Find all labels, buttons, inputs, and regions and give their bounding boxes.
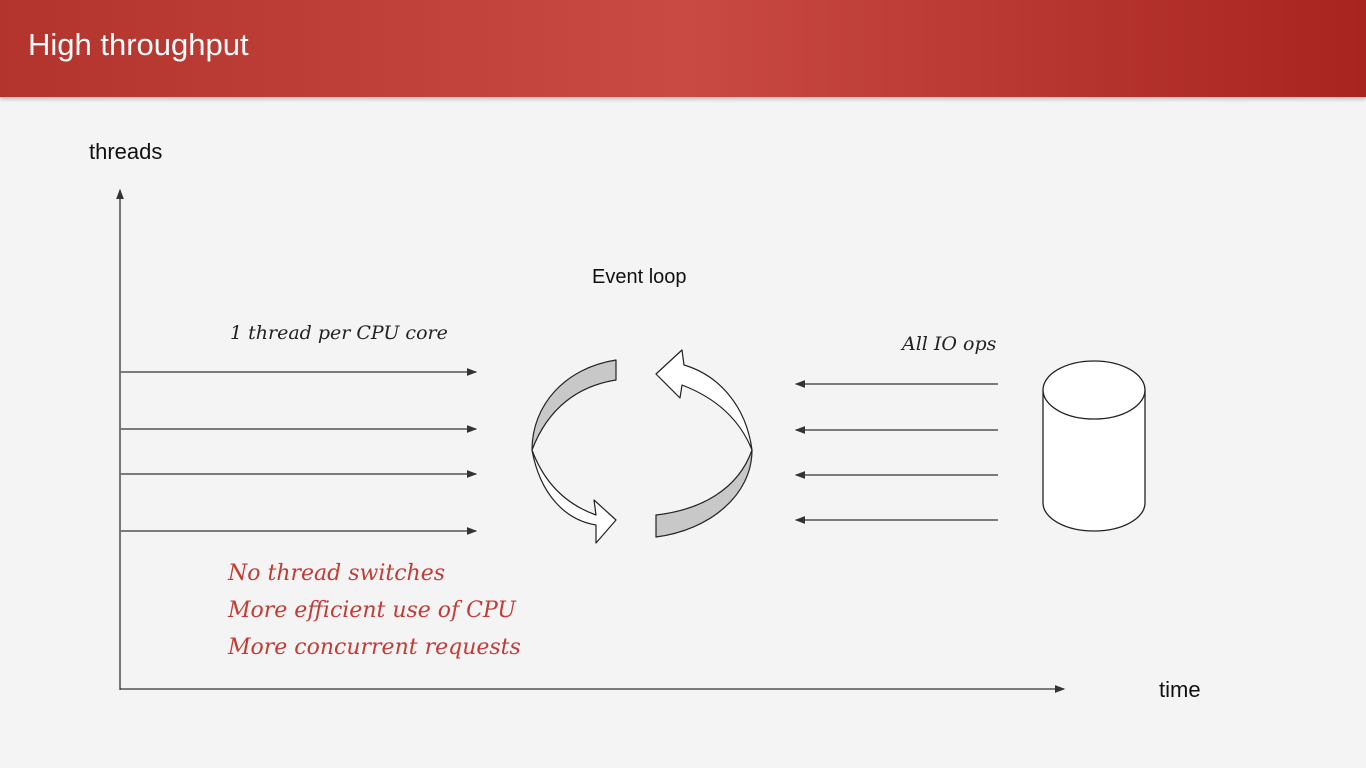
benefit-no-thread-switches: No thread switches (228, 561, 446, 586)
threads-label: 1 thread per CPU core (230, 322, 448, 344)
x-axis-label: time (1159, 677, 1201, 702)
slide-title: High throughput (28, 27, 249, 62)
event-loop-label: Event loop (592, 266, 687, 288)
benefit-efficient-cpu: More efficient use of CPU (228, 598, 516, 623)
slide-header: High throughput (0, 0, 1366, 97)
database-icon (1042, 360, 1146, 532)
event-loop-icon (531, 349, 753, 544)
io-label: All IO ops (902, 333, 997, 355)
benefit-concurrent-requests: More concurrent requests (228, 635, 521, 660)
y-axis-label: threads (89, 139, 163, 164)
